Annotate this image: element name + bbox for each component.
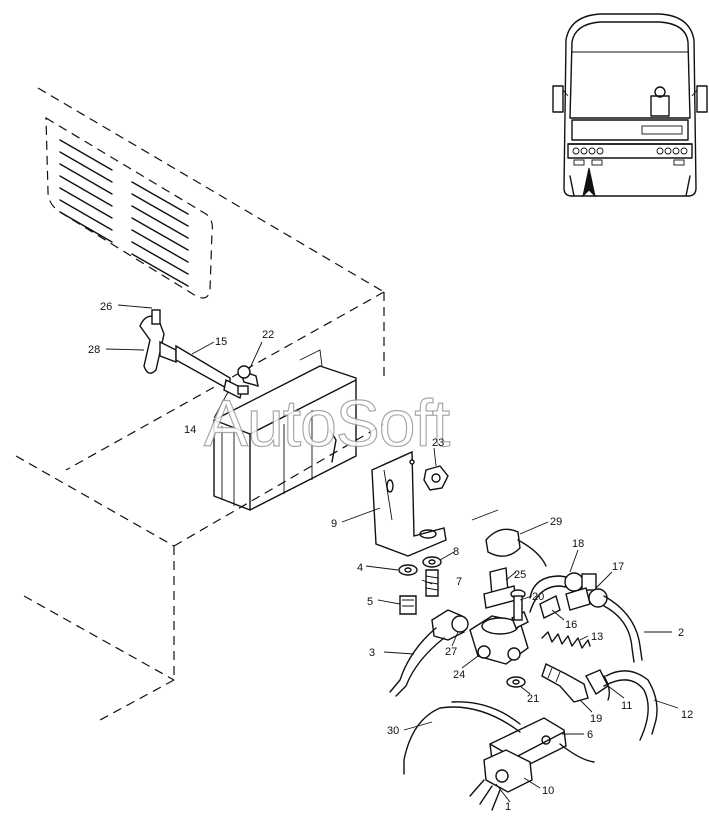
- callout-20: 20: [532, 591, 544, 603]
- callout-17: 17: [612, 561, 624, 573]
- valve-block: [403, 701, 595, 811]
- hex-nut: [423, 465, 449, 491]
- spring: [541, 631, 591, 649]
- callout-27: 27: [445, 646, 457, 658]
- valve-assembly: [469, 509, 547, 665]
- callout-19: 19: [590, 713, 602, 725]
- callout-16: 16: [565, 619, 577, 631]
- callout-13: 13: [591, 631, 603, 643]
- callout-5: 5: [367, 596, 373, 608]
- callout-9: 9: [331, 518, 337, 530]
- bracket: [371, 450, 447, 557]
- elbow-coupling: [541, 663, 658, 741]
- callout-15: 15: [215, 336, 227, 348]
- callout-28: 28: [88, 344, 100, 356]
- callout-12: 12: [681, 709, 693, 721]
- headlights-right: [656, 147, 688, 155]
- leader-lines: [105, 304, 679, 803]
- mounting-box: [213, 349, 357, 511]
- callout-6: 6: [587, 729, 593, 741]
- callout-11: 11: [621, 700, 632, 712]
- callout-25: 25: [514, 569, 526, 581]
- callout-23: 23: [432, 437, 444, 449]
- callout-7: 7: [456, 576, 462, 588]
- callout-22: 22: [262, 329, 274, 341]
- headlights-left: [572, 147, 604, 155]
- callout-1: 1: [505, 801, 511, 813]
- pipe-fittings-upper: [529, 572, 643, 663]
- watermark-text: AutoSoft: [204, 386, 450, 460]
- callout-3: 3: [369, 647, 375, 659]
- fitting-left: [389, 609, 469, 697]
- callout-26: 26: [100, 301, 112, 313]
- callout-4: 4: [357, 562, 363, 574]
- washer-bolt-right: [422, 556, 442, 597]
- callout-10: 10: [542, 785, 554, 797]
- callout-2: 2: [678, 627, 684, 639]
- callout-24: 24: [453, 669, 465, 681]
- bus-front-inset: [552, 13, 708, 198]
- louvered-grille: [45, 116, 213, 299]
- location-arrow-icon: [582, 167, 596, 198]
- callout-8: 8: [453, 546, 459, 558]
- callout-29: 29: [550, 516, 562, 528]
- callout-labels: 1 2 3 4 5 6 7 8 9 10 11 12 13 14 15 16 1…: [88, 301, 693, 813]
- washer-bottom: [506, 676, 526, 688]
- callout-18: 18: [572, 538, 584, 550]
- callout-21: 21: [527, 693, 539, 705]
- screw: [510, 589, 526, 621]
- washer-bolt-left: [398, 564, 418, 615]
- callout-30: 30: [387, 725, 399, 737]
- drain-cock-assembly: [139, 309, 259, 400]
- callout-14: 14: [184, 424, 196, 436]
